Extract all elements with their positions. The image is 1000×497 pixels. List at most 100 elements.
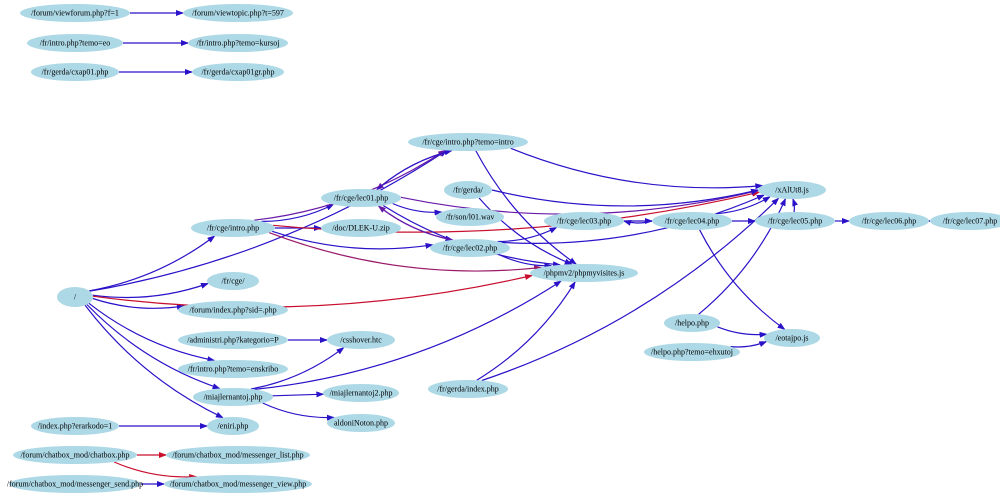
node-lec04[interactable]: /fr/cge/lec04.php	[652, 212, 732, 230]
node-viewtopic[interactable]: /forum/viewtopic.php?t=597	[183, 4, 293, 22]
node-shape[interactable]	[764, 329, 820, 347]
node-admin[interactable]: /administri.php?kategorio=P	[178, 331, 288, 349]
node-cxap01gr[interactable]: /fr/gerda/cxap01gr.php	[192, 63, 284, 81]
node-shape[interactable]	[192, 63, 284, 81]
node-shape[interactable]	[27, 34, 123, 52]
node-shape[interactable]	[408, 133, 528, 151]
node-shape[interactable]	[321, 219, 401, 237]
node-shape[interactable]	[444, 181, 492, 199]
edge-line	[392, 202, 443, 216]
node-shape[interactable]	[544, 212, 624, 230]
node-gerda-index[interactable]: /fr/gerda/index.php	[428, 380, 508, 398]
node-cge-intro[interactable]: /fr/cge/intro.php	[191, 219, 275, 237]
node-shape[interactable]	[430, 239, 510, 257]
node-fr-cge[interactable]: /fr/cge/	[207, 272, 259, 290]
edge-n_lec02-to-n_lec03	[497, 226, 558, 243]
node-shape[interactable]	[652, 212, 732, 230]
node-shape[interactable]	[20, 4, 130, 22]
node-cxap01[interactable]: /fr/gerda/cxap01.php	[31, 63, 119, 81]
node-label: /fr/cge/lec03.php	[557, 217, 611, 226]
node-shape[interactable]	[327, 414, 395, 432]
edge-line	[89, 149, 448, 292]
node-chatbox[interactable]: /forum/chatbox_mod/chatbox.php	[13, 446, 137, 464]
node-label: /fr/gerda/cxap01.php	[42, 68, 109, 77]
node-eotajpo[interactable]: /eotajpo.js	[764, 329, 820, 347]
edge-line	[510, 147, 764, 190]
node-msg-list[interactable]: /forum/chatbox_mod/messenger_list.php	[166, 446, 310, 464]
node-shape[interactable]	[323, 384, 399, 402]
node-shape[interactable]	[207, 417, 259, 435]
node-helpo-q[interactable]: /helpo.php?temo=ehxutoj	[644, 343, 740, 361]
node-shape[interactable]	[327, 331, 395, 349]
node-intro-kursoj[interactable]: /fr/intro.php?temo=kursoj	[188, 34, 288, 52]
node-shape[interactable]	[9, 475, 141, 493]
node-shape[interactable]	[428, 380, 508, 398]
edge-line	[268, 232, 543, 272]
node-xalut[interactable]: /xAlUt8.js	[758, 181, 826, 199]
node-lec01[interactable]: /fr/cge/lec01.php	[321, 189, 401, 207]
node-index-erar[interactable]: /index.php?erarkodo=1	[31, 417, 119, 435]
node-shape[interactable]	[13, 446, 137, 464]
node-shape[interactable]	[930, 212, 1000, 230]
node-msg-send[interactable]: /forum/chatbox_mod/messenger_send.php	[7, 475, 143, 493]
node-intro-eo[interactable]: /fr/intro.php?temo=eo	[27, 34, 123, 52]
node-shape[interactable]	[57, 287, 93, 307]
node-shape[interactable]	[31, 417, 119, 435]
node-eniri[interactable]: /eniri.php	[207, 417, 259, 435]
node-shape[interactable]	[31, 63, 119, 81]
node-shape[interactable]	[321, 189, 401, 207]
node-shape[interactable]	[436, 208, 504, 226]
node-shape[interactable]	[178, 301, 288, 319]
node-lec02[interactable]: /fr/cge/lec02.php	[430, 239, 510, 257]
edge-line	[254, 280, 562, 390]
node-shape[interactable]	[191, 219, 275, 237]
edge-line	[475, 150, 577, 265]
node-shape[interactable]	[193, 388, 273, 406]
node-shape[interactable]	[178, 331, 288, 349]
nodes-layer: /forum/viewforum.php?f=1/forum/viewtopic…	[7, 4, 1000, 493]
node-shape[interactable]	[166, 446, 310, 464]
node-forum-index[interactable]: /forum/index.php?sid=.php	[178, 301, 288, 319]
node-gerda[interactable]: /fr/gerda/	[444, 181, 492, 199]
node-dlek[interactable]: /doc/DLEK-U.zip	[321, 219, 401, 237]
node-lec03[interactable]: /fr/cge/lec03.php	[544, 212, 624, 230]
node-shape[interactable]	[530, 264, 638, 282]
node-shape[interactable]	[183, 4, 293, 22]
node-shape[interactable]	[164, 475, 312, 493]
node-label: /phpmv2/phpmyvisites.js	[544, 269, 625, 278]
node-cge-intro-q[interactable]: /fr/cge/intro.php?temo=intro	[408, 133, 528, 151]
node-lec06[interactable]: /fr/cge/lec06.php	[849, 212, 929, 230]
edge-n_gerda_index-to-n_xalut	[481, 197, 780, 382]
node-aldoni[interactable]: aldoniNoton.php	[327, 414, 395, 432]
node-shape[interactable]	[849, 212, 929, 230]
edge-n_lec02-to-n_phpmv	[498, 253, 553, 269]
node-label: /forum/index.php?sid=.php	[189, 306, 276, 315]
node-lec05[interactable]: /fr/cge/lec05.php	[755, 212, 835, 230]
node-shape[interactable]	[188, 34, 288, 52]
node-csshover[interactable]: /csshover.htc	[327, 331, 395, 349]
node-label: aldoniNoton.php	[334, 419, 388, 428]
node-shape[interactable]	[758, 181, 826, 199]
edge-n_chatbox-to-n_msg_view	[113, 461, 198, 481]
node-shape[interactable]	[664, 314, 720, 332]
node-shape[interactable]	[644, 343, 740, 361]
node-shape[interactable]	[207, 272, 259, 290]
edge-line	[92, 297, 185, 311]
node-label: /fr/gerda/index.php	[437, 385, 499, 394]
node-msg-view[interactable]: /forum/chatbox_mod/messenger_view.php	[164, 475, 312, 493]
node-intro-enskribo[interactable]: /fr/intro.php?temo=enskribo	[178, 360, 288, 378]
node-mia2[interactable]: /miajlernantoj2.php	[323, 384, 399, 402]
node-mia[interactable]: /miajlernantoj.php	[193, 388, 273, 406]
node-root[interactable]: /	[57, 287, 93, 307]
node-shape[interactable]	[178, 360, 288, 378]
node-shape[interactable]	[755, 212, 835, 230]
node-label: /fr/gerda/cxap01gr.php	[201, 68, 274, 77]
node-viewforum[interactable]: /forum/viewforum.php?f=1	[20, 4, 130, 22]
node-lec07[interactable]: /fr/cge/lec07.php	[930, 212, 1000, 230]
edge-n_lec05-to-n_xalut	[792, 198, 799, 213]
node-phpmv[interactable]: /phpmv2/phpmyvisites.js	[530, 264, 638, 282]
node-helpo[interactable]: /helpo.php	[664, 314, 720, 332]
edge-line	[623, 220, 653, 226]
node-son[interactable]: /fr/son/l01.wav	[436, 208, 504, 226]
